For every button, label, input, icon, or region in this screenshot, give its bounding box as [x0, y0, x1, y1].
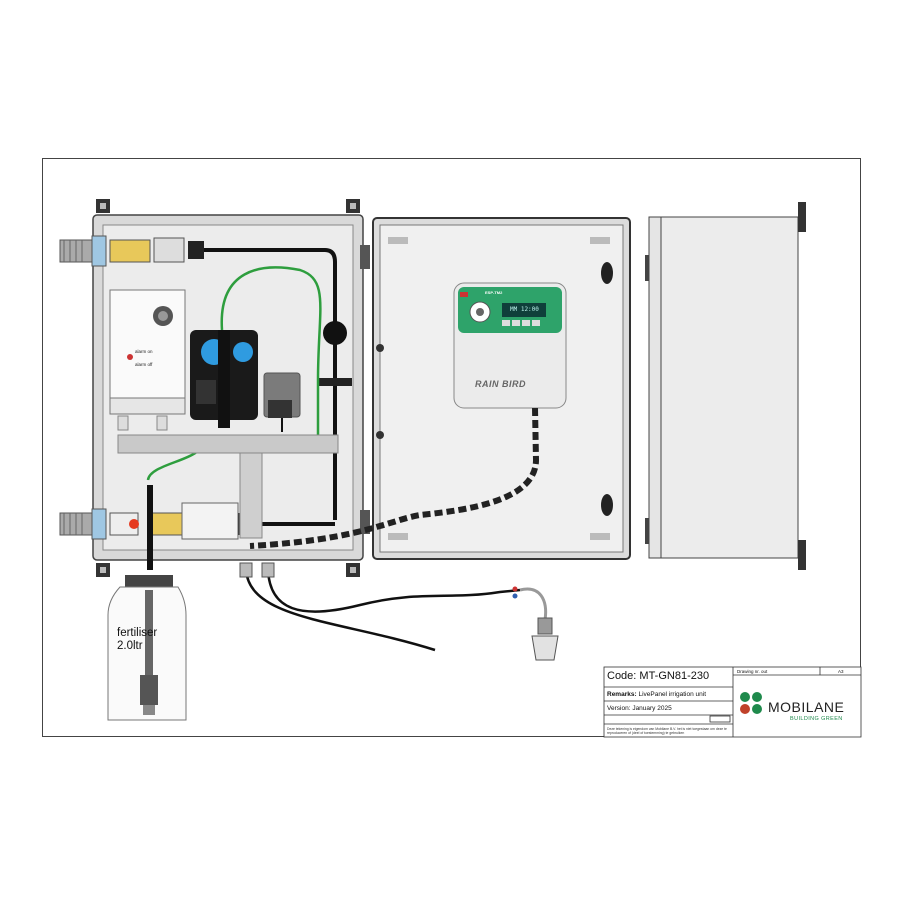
sheet-size: A3	[838, 669, 844, 674]
rain-bird-logo: RAIN BIRD	[475, 379, 526, 389]
mounting-post	[239, 452, 263, 539]
green-cable	[146, 266, 322, 481]
controller-cable	[249, 407, 540, 549]
cable-gland-1	[239, 562, 253, 578]
moisture-sensor	[512, 586, 559, 661]
drawing-number-label: Drawing nr. out	[737, 669, 768, 674]
drawing-frame	[42, 158, 861, 737]
brand-tagline: BUILDING GREEN	[790, 716, 843, 722]
hinges	[360, 245, 370, 534]
controller-model: ESP-TM2	[485, 290, 503, 295]
remarks-label: Remarks:	[607, 691, 637, 698]
cabinet-side-view	[645, 202, 806, 570]
remarks-value: LivePanel irrigation unit	[638, 691, 707, 698]
tubing	[147, 248, 337, 570]
power-adapter	[263, 372, 301, 432]
controller-display: MM 12:00	[510, 306, 539, 313]
alarm-unit	[109, 289, 186, 431]
mobilane-logo-icon	[740, 692, 762, 714]
bottom-cables	[244, 569, 521, 652]
title-block	[603, 666, 862, 738]
drawing-code: Code: MT-GN81-230	[607, 670, 710, 682]
fertiliser-label: fertiliser 2.0ltr	[117, 627, 158, 652]
mounting-rail	[117, 434, 339, 454]
version-label: Version:	[607, 705, 631, 712]
brand-name: MOBILANE	[768, 699, 845, 715]
disclaimer: Deze tekening is eigendom van Mobilane B…	[607, 727, 727, 735]
remarks: Remarks: LivePanel irrigation unit	[607, 691, 706, 698]
dosing-pump	[190, 330, 258, 428]
inlet-fitting-top	[59, 235, 204, 267]
version-value: January 2025	[632, 705, 672, 712]
alarm-on-label: alarm on	[135, 349, 153, 354]
rain-bird-controller	[453, 282, 567, 409]
tube-connector	[318, 378, 352, 386]
fertiliser-bottle	[107, 575, 187, 721]
filter-bulb	[323, 321, 347, 345]
cable-gland-2	[261, 562, 275, 578]
alarm-off-label: alarm off	[135, 362, 153, 367]
version: Version: January 2025	[607, 705, 672, 712]
